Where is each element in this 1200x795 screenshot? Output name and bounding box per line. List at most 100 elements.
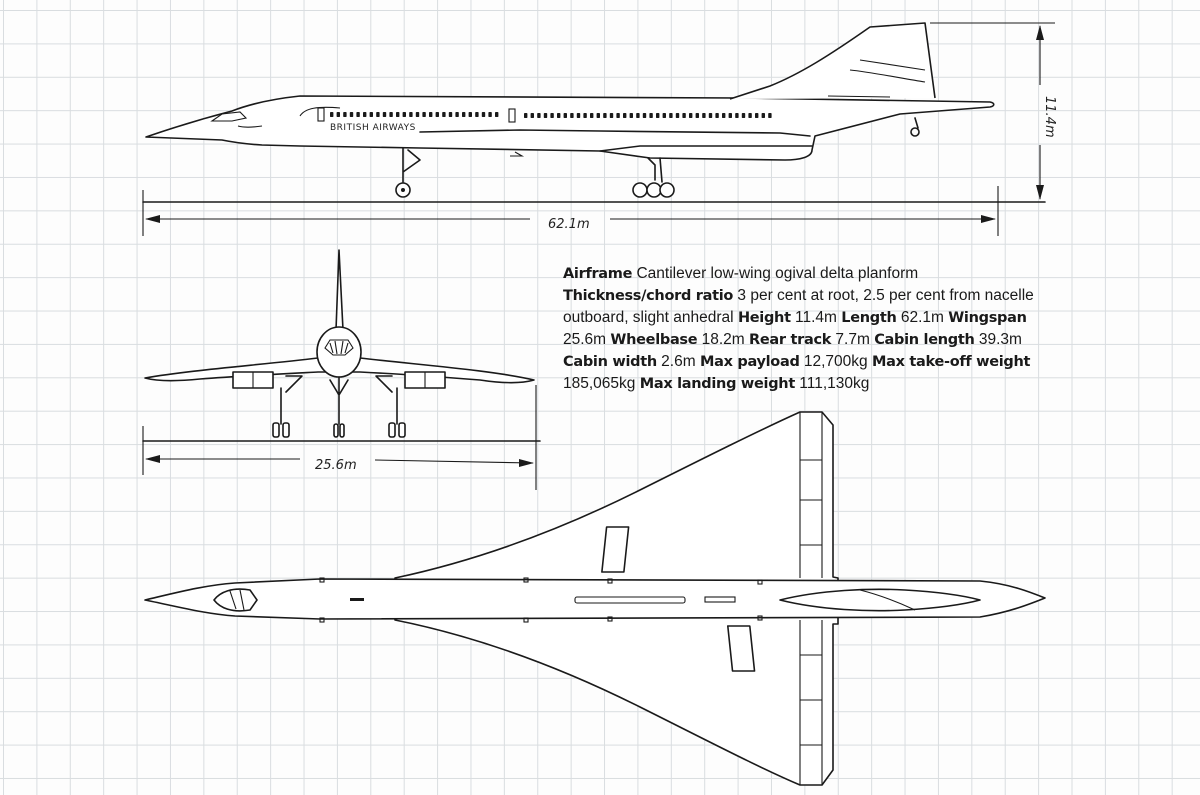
side-cabin-window [409, 112, 413, 117]
front-cockpit-frames [329, 340, 349, 355]
spec-key-rear-track: Rear track [749, 332, 832, 348]
side-nacelle-line [599, 145, 813, 152]
side-nose-wheel-hub [401, 188, 405, 192]
side-wing-line [419, 129, 811, 137]
side-cabin-window [448, 112, 453, 117]
side-cabin-window [363, 112, 367, 117]
side-cabin-window [636, 113, 640, 118]
side-nose-line [237, 125, 263, 128]
side-cabin-window [330, 112, 334, 117]
front-right-gear [375, 375, 398, 425]
height-label: 11.4m [1042, 96, 1057, 138]
side-cabin-window [702, 113, 706, 118]
side-cabin-window [590, 113, 594, 118]
side-cabin-window [524, 113, 528, 118]
side-cabin-window [609, 113, 614, 118]
side-cabin-window [768, 113, 772, 118]
side-livery-text: BRITISH AIRWAYS [330, 123, 416, 133]
spec-value-max-payload: 12,700kg [803, 353, 868, 370]
plan-door-marks [319, 577, 763, 623]
spec-value-cabin-length: 39.3m [978, 331, 1022, 348]
side-main-wheel-1 [632, 182, 648, 198]
plan-nacelle-upper [601, 526, 630, 573]
side-fuselage [145, 95, 995, 161]
plan-fin-detail [859, 589, 916, 611]
spec-value-length: 62.1m [900, 309, 944, 326]
side-cabin-window [715, 113, 719, 118]
spec-value-thickness: 3 per cent at root, 2.5 per cent from na… [563, 287, 1034, 326]
side-cabin-window [616, 113, 620, 118]
side-tail-bumper [910, 117, 920, 137]
spec-value-airframe: Cantilever low-wing ogival delta planfor… [636, 265, 919, 282]
side-tail-fin [729, 22, 936, 100]
plan-elevons [799, 412, 823, 785]
side-main-wheel-3 [659, 182, 675, 198]
side-cabin-window [462, 112, 466, 117]
front-nose-wheel-a [333, 423, 339, 438]
wingspan-label: 25.6m [315, 458, 357, 473]
side-cabin-window [435, 112, 439, 117]
side-cabin-window [415, 112, 420, 117]
spec-key-length: Length [841, 310, 897, 326]
side-cabin-window [649, 113, 653, 118]
side-cabin-window [576, 113, 581, 118]
side-cabin-window [603, 113, 607, 118]
front-nose-wheel-b [339, 423, 345, 438]
side-cockpit-window [210, 111, 248, 122]
side-cabin-window [402, 112, 406, 117]
spec-key-height: Height [737, 310, 791, 326]
side-cabin-window [669, 113, 673, 118]
side-fin-detail [827, 59, 926, 98]
side-cabin-window [761, 113, 765, 118]
spec-key-max-landing-weight: Max landing weight [639, 376, 796, 392]
side-view: BRITISH AIRWAYS 62.1m [142, 22, 1057, 236]
specifications-block: Airframe Cantilever low-wing ogival delt… [563, 263, 1043, 395]
side-cabin-window [455, 112, 459, 117]
side-cabin-window [488, 112, 492, 117]
side-cabin-window [563, 113, 567, 118]
side-cabin-window [376, 112, 380, 117]
side-cabin-window [349, 112, 354, 117]
side-cabin-window [689, 113, 693, 118]
side-cabin-window [741, 113, 746, 118]
side-cabin-window [369, 112, 373, 117]
spec-value-rear-track: 7.7m [835, 331, 870, 348]
side-cabin-window [656, 113, 660, 118]
spec-key-cabin-width: Cabin width [563, 354, 657, 370]
side-cabin-window [708, 113, 713, 118]
side-cabin-window [396, 112, 400, 117]
plan-nacelle-lower [726, 625, 756, 672]
side-cabin-window [682, 113, 686, 118]
side-cabin-window [356, 112, 360, 117]
spec-key-thickness: Thickness/chord ratio [563, 288, 734, 304]
side-cabin-window [336, 112, 340, 117]
plan-center-panel [574, 596, 686, 604]
spec-key-cabin-length: Cabin length [874, 332, 975, 348]
front-left-gear [280, 375, 303, 425]
plan-cockpit-frames [229, 589, 245, 611]
length-dimension: 62.1m [142, 186, 999, 236]
spec-value-wingspan: 25.6m [563, 331, 607, 348]
side-cabin-windows [330, 112, 772, 118]
front-nose-gear [329, 376, 349, 425]
front-right-wheel-b [398, 422, 406, 438]
side-cabin-window [662, 113, 666, 118]
side-cabin-window [442, 112, 446, 117]
side-cabin-window [343, 112, 347, 117]
side-cabin-window [475, 112, 479, 117]
side-cabin-window [481, 112, 486, 117]
spec-value-height: 11.4m [795, 309, 837, 326]
spec-value-max-takeoff-weight: 185,065kg [563, 375, 636, 392]
side-cabin-window [550, 113, 554, 118]
side-cabin-window [596, 113, 600, 118]
side-cabin-window [557, 113, 561, 118]
side-cabin-window [422, 112, 426, 117]
front-left-wheel-a [272, 422, 280, 438]
side-cabin-window [675, 113, 680, 118]
side-cabin-window [642, 113, 647, 118]
side-cabin-window [468, 112, 472, 117]
side-main-gear-strut [647, 157, 663, 183]
spec-value-wheelbase: 18.2m [701, 331, 745, 348]
front-tail-fin [335, 249, 344, 331]
